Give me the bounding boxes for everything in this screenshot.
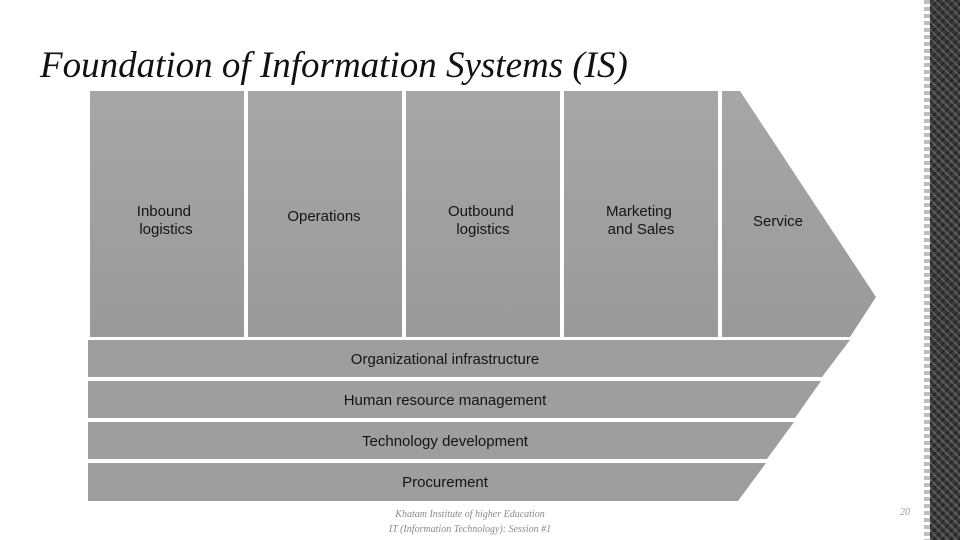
support-bar-organizational-infrastructure bbox=[88, 340, 850, 377]
primary-column-inbound-logistics bbox=[90, 91, 244, 337]
support-label-human-resource-management: Human resource management bbox=[344, 392, 547, 409]
primary-label-operations: Operations bbox=[287, 208, 360, 225]
support-label-organizational-infrastructure: Organizational infrastructure bbox=[351, 351, 539, 368]
slide-footer: Khatam Institute of higher Education IT … bbox=[320, 507, 620, 537]
page-number: 20 bbox=[900, 507, 910, 518]
support-label-technology-development: Technology development bbox=[362, 433, 529, 450]
primary-column-operations bbox=[248, 91, 402, 337]
primary-label-outbound-logistics: Outbound logistics bbox=[448, 203, 518, 238]
footer-session: IT (Information Technology): Session #1 bbox=[388, 524, 552, 535]
slide-title: Foundation of Information Systems (IS) bbox=[40, 45, 628, 86]
footer-institute: Khatam Institute of higher Education bbox=[395, 509, 545, 520]
primary-label-service: Service bbox=[753, 213, 803, 230]
primary-column-service bbox=[722, 91, 876, 337]
decorative-texture-strip bbox=[930, 0, 960, 540]
support-bar-human-resource-management bbox=[88, 381, 821, 418]
primary-column-outbound-logistics bbox=[406, 91, 560, 337]
support-label-procurement: Procurement bbox=[402, 474, 489, 491]
primary-column-marketing-and-sales bbox=[564, 91, 718, 337]
primary-label-marketing-and-sales: Marketing and Sales bbox=[606, 203, 676, 238]
primary-label-inbound-logistics: Inbound logistics bbox=[137, 203, 195, 238]
support-bar-procurement bbox=[88, 463, 766, 501]
decorative-edge bbox=[924, 0, 930, 540]
support-bar-technology-development bbox=[88, 422, 794, 459]
